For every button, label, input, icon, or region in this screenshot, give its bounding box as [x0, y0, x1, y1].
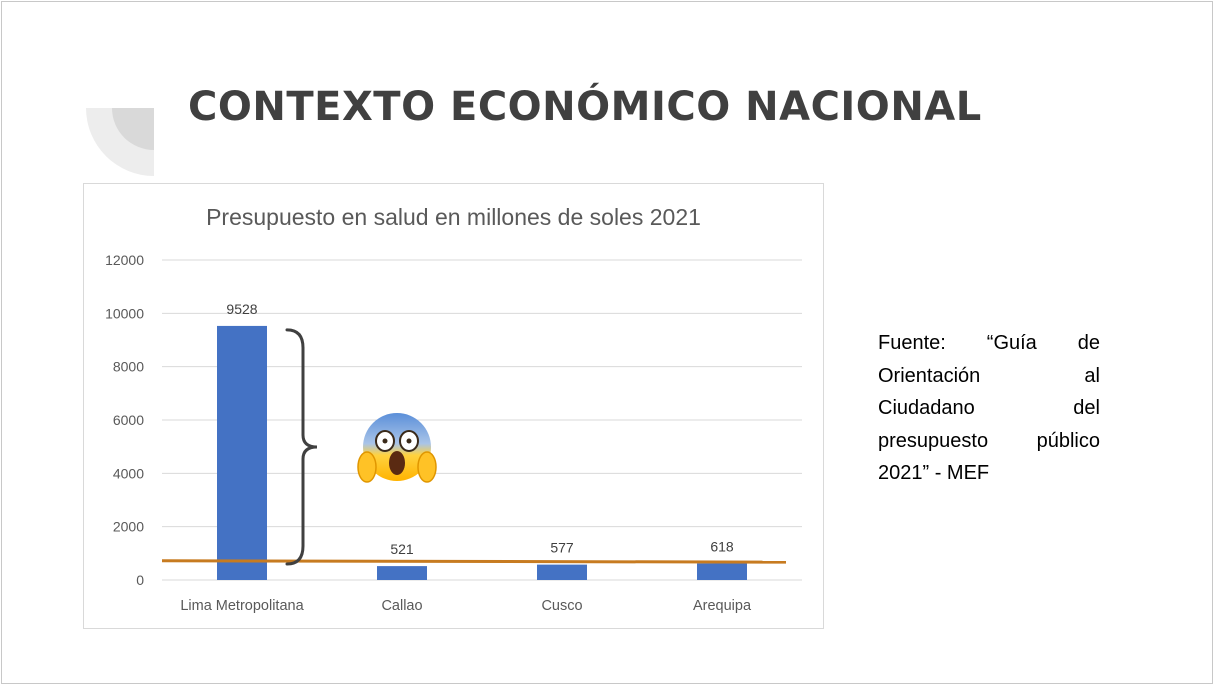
y-tick-label: 4000	[113, 465, 144, 481]
data-label: 521	[390, 541, 414, 557]
reference-line	[161, 559, 787, 564]
category-label: Cusco	[541, 598, 582, 614]
y-tick-label: 10000	[105, 305, 144, 321]
page-title: CONTEXTO ECONÓMICO NACIONAL	[188, 84, 982, 130]
bar	[217, 325, 267, 580]
data-label: 577	[550, 540, 574, 556]
bar	[377, 566, 427, 580]
screaming-in-fear-icon	[357, 413, 437, 483]
data-label: 9528	[226, 301, 257, 317]
bar	[697, 563, 747, 580]
y-tick-label: 0	[136, 572, 144, 588]
category-label: Callao	[381, 598, 422, 614]
chart-container: Presupuesto en salud en millones de sole…	[83, 183, 824, 629]
curly-brace	[285, 328, 318, 566]
chart-title: Presupuesto en salud en millones de sole…	[206, 204, 701, 230]
y-tick-label: 2000	[113, 519, 144, 535]
category-label: Arequipa	[693, 598, 752, 614]
category-label: Lima Metropolitana	[180, 598, 304, 614]
data-label: 618	[710, 539, 734, 555]
y-tick-label: 6000	[113, 412, 144, 428]
y-tick-label: 8000	[113, 359, 144, 375]
bar	[537, 564, 587, 580]
source-text: Fuente: “Guía de Orientación al Ciudadan…	[878, 332, 1100, 484]
decorative-corner-shape	[86, 108, 154, 176]
y-tick-label: 12000	[105, 252, 144, 268]
